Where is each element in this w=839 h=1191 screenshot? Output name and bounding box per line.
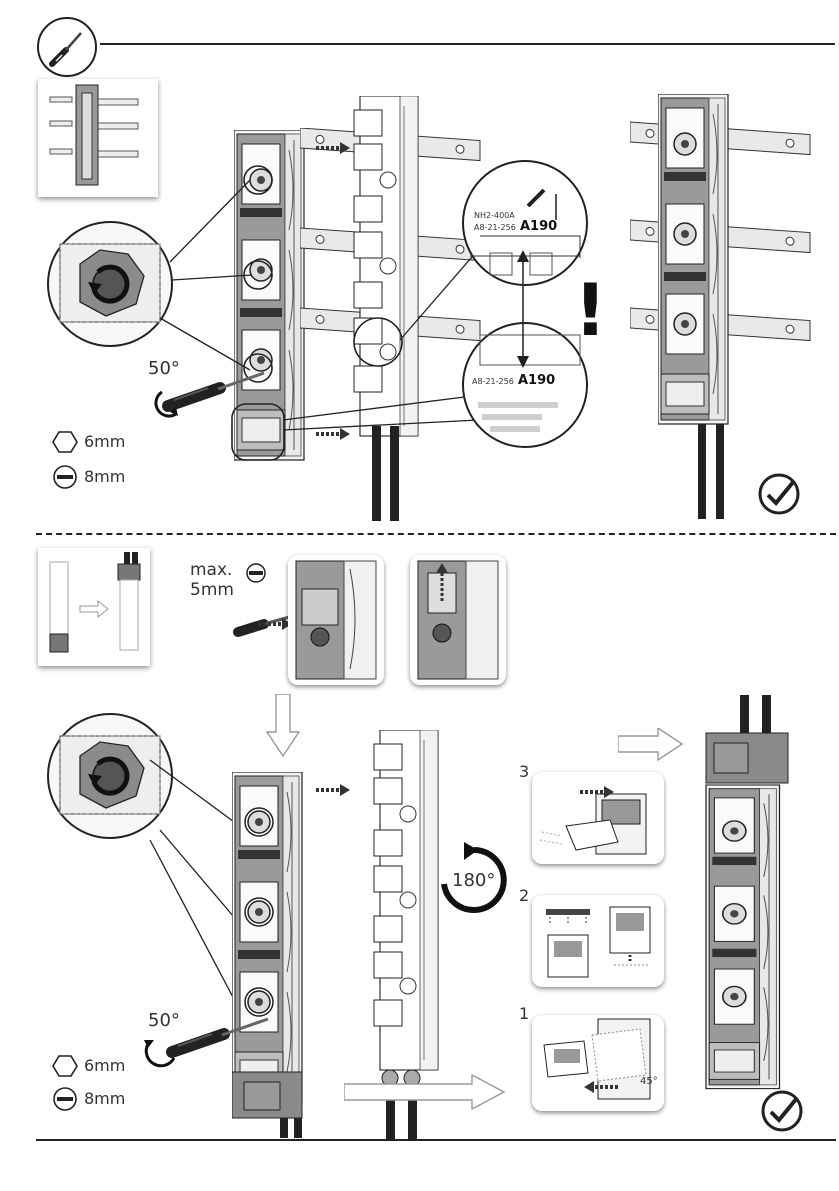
screwdriver-top: [140, 366, 270, 426]
warning-symbol: !: [574, 274, 607, 346]
insert-arrow-bottom-section: [316, 784, 356, 798]
assembled-unit-top: [658, 94, 748, 524]
step-2-panel: [532, 895, 664, 987]
max-label-line1: max.: [190, 562, 232, 579]
label-bottom-line: A8-21-256: [472, 378, 514, 386]
flip-angle-label: 180°: [452, 872, 495, 890]
step-number-3: 3: [519, 764, 529, 780]
compare-arrow: [516, 250, 530, 370]
step-number-1: 1: [519, 1006, 529, 1022]
assembled-unit-bottom: [700, 695, 810, 1095]
max-label-line2: 5mm: [190, 582, 234, 599]
section-separator: [36, 533, 836, 535]
step-1-panel: 45°: [532, 1015, 664, 1111]
tool-size-flat-top: 8mm: [84, 469, 125, 485]
step-pry-panel: [288, 555, 384, 685]
flat-blade-icon: [52, 1086, 78, 1112]
check-circle-icon: [757, 472, 801, 516]
fuse-base-module-bottom: [232, 772, 332, 1142]
tool-size-hex-top: 6mm: [84, 434, 125, 450]
hex-socket-icon: [52, 1054, 78, 1078]
label-bottom-code: A190: [518, 374, 555, 387]
tool-size-hex-bottom: 6mm: [84, 1058, 125, 1074]
step-lift-panel: [410, 555, 506, 685]
step-number-2: 2: [519, 888, 529, 904]
tilt-angle-label: 45°: [640, 1077, 658, 1087]
tool-size-flat-bottom: 8mm: [84, 1091, 125, 1107]
flow-arrow-top: [618, 728, 688, 762]
flat-blade-icon: [245, 562, 267, 584]
footer-rule: [36, 1139, 836, 1141]
removal-thumbnail: [38, 548, 150, 666]
step-3-panel: [532, 772, 664, 864]
label-top-line2: A8-21-256: [474, 224, 516, 232]
screwdriver-bottom: [140, 1018, 270, 1078]
flow-arrow-bottom: [344, 1074, 514, 1110]
label-top-code: A190: [520, 220, 557, 233]
label-top-line1: NH2-400A: [474, 212, 515, 220]
flat-blade-icon: [52, 464, 78, 490]
check-circle-icon: [760, 1089, 804, 1133]
hex-socket-icon: [52, 430, 78, 454]
